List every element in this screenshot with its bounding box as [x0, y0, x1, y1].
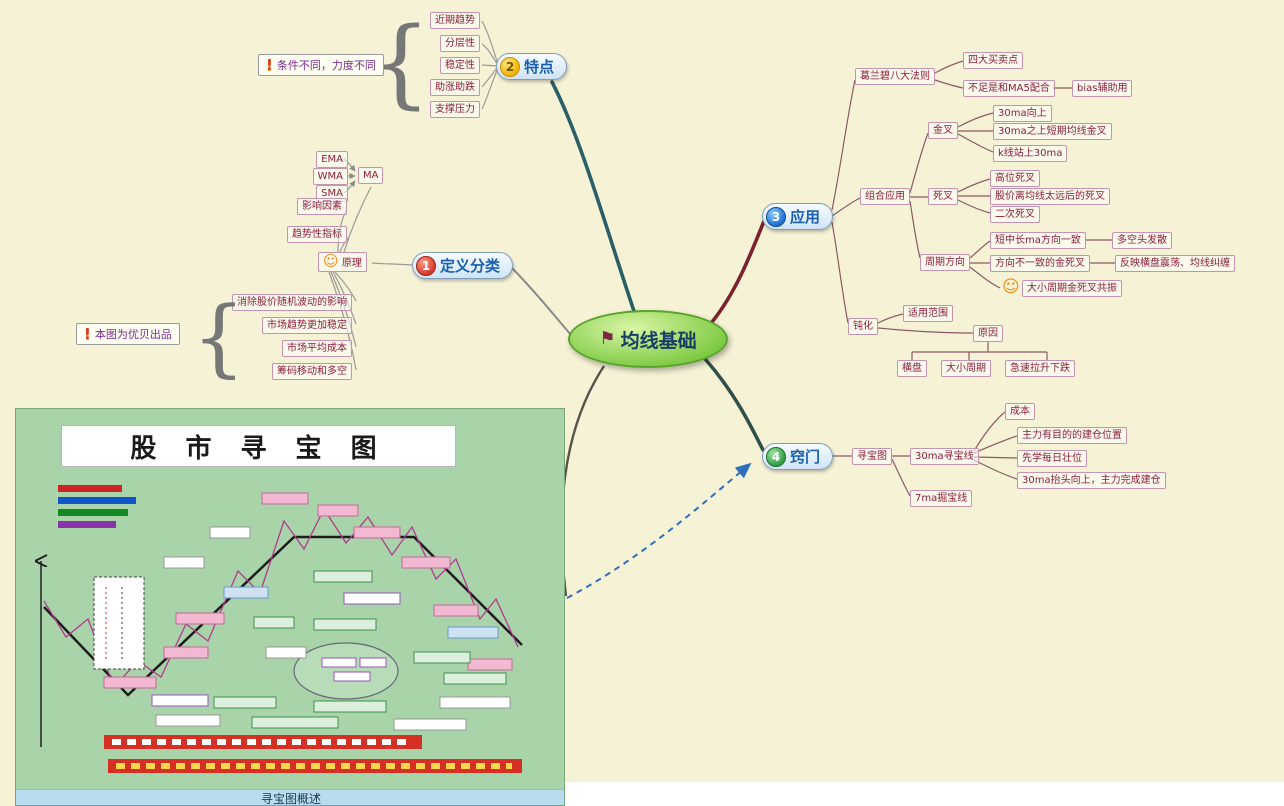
- smiley-icon: ☺: [1002, 277, 1020, 297]
- node-reason[interactable]: 原因: [973, 325, 1003, 342]
- link-center-yingyong: [710, 219, 766, 324]
- branch-yingyong-label: 应用: [790, 208, 821, 226]
- branch-dingyi-label: 定义分类: [440, 257, 501, 275]
- branch-tedian[interactable]: 2 特点: [496, 53, 568, 80]
- note-tedian[interactable]: ! 条件不同，力度不同: [258, 54, 384, 76]
- treasure-map-footer: 寻宝图概述: [16, 789, 564, 805]
- node-30ma-item[interactable]: 30ma抬头向上，主力完成建仓: [1017, 472, 1166, 489]
- branch-tedian-label: 特点: [524, 58, 555, 76]
- node-tedian-item[interactable]: 助涨助跌: [430, 79, 480, 96]
- node-30ma-item[interactable]: 成本: [1005, 403, 1035, 420]
- node-reason-item[interactable]: 横盘: [897, 360, 927, 377]
- treasure-map-title: 股 市 寻 宝 图: [61, 425, 456, 467]
- node-death-cross-item[interactable]: 高位死叉: [990, 170, 1040, 187]
- node-death-cross-item[interactable]: 股价离均线太远后的死叉: [990, 188, 1110, 205]
- node-apply-range[interactable]: 适用范围: [903, 305, 953, 322]
- node-bias-aid[interactable]: bias辅助用: [1072, 80, 1133, 97]
- exclamation-icon: !: [84, 324, 91, 343]
- link-center-treasure: [560, 365, 606, 597]
- node-trend[interactable]: 趋势性指标: [287, 226, 347, 243]
- node-death-cross-item[interactable]: 二次死叉: [990, 206, 1040, 223]
- dingyi-group-brace: {: [192, 288, 246, 386]
- node-ema[interactable]: EMA: [316, 151, 348, 168]
- node-dingyi-item[interactable]: 市场趋势更加稳定: [262, 317, 352, 334]
- central-topic-label: 均线基础: [620, 329, 697, 352]
- number-3-badge: 3: [766, 206, 786, 227]
- node-factor[interactable]: 影响因素: [297, 198, 347, 215]
- node-sma[interactable]: SMA: [316, 185, 348, 202]
- node-tedian-item[interactable]: 支撑压力: [430, 101, 480, 118]
- link-treasure-qiaomen-dashed-arrow: [566, 462, 752, 599]
- node-golden-cross-item[interactable]: k线站上30ma: [993, 145, 1068, 162]
- red-banner-strips: [104, 735, 522, 773]
- node-cycle-resonance[interactable]: 大小周期金死叉共振: [1022, 280, 1122, 297]
- node-treasure-map[interactable]: 寻宝图: [852, 448, 892, 465]
- node-dingyi-item[interactable]: 消除股价随机波动的影响: [232, 294, 352, 311]
- node-tedian-item[interactable]: 近期趋势: [430, 12, 480, 29]
- node-tedian-item[interactable]: 稳定性: [440, 57, 480, 74]
- branch-dingyi[interactable]: 1 定义分类: [412, 252, 514, 279]
- note-tedian-text: 条件不同，力度不同: [276, 59, 376, 72]
- treasure-map-image[interactable]: 股 市 寻 宝 图 寻宝图概述: [15, 408, 565, 806]
- node-combo[interactable]: 组合应用: [860, 188, 910, 205]
- note-dingyi-text: 本图为优贝出品: [94, 328, 172, 341]
- treasure-chart-decoration: [16, 485, 523, 773]
- annotation-blocks: [103, 492, 513, 731]
- number-2-badge: 2: [500, 56, 520, 77]
- node-blunting[interactable]: 钝化: [848, 318, 878, 335]
- node-dingyi-item[interactable]: 市场平均成本: [282, 340, 352, 357]
- node-30ma-item[interactable]: 先学每日壮位: [1017, 450, 1087, 467]
- node-golden-cross-item[interactable]: 30ma向上: [993, 105, 1052, 122]
- node-golden-cross-item[interactable]: 30ma之上短期均线金叉: [993, 123, 1112, 140]
- branch-yingyong[interactable]: 3 应用: [762, 203, 834, 230]
- flag-icon: ⚑: [599, 328, 616, 349]
- page-margin: [565, 782, 1284, 806]
- link-center-tedian: [550, 80, 637, 316]
- number-1-badge: 1: [416, 255, 436, 276]
- node-reason-item[interactable]: 急速拉升下跌: [1005, 360, 1075, 377]
- branch-qiaomen-label: 窍门: [790, 448, 821, 466]
- branch-qiaomen[interactable]: 4 窍门: [762, 443, 834, 470]
- node-four-points[interactable]: 四大买卖点: [963, 52, 1023, 69]
- node-7ma-line[interactable]: 7ma掘宝线: [910, 490, 973, 507]
- node-death-cross[interactable]: 死叉: [928, 188, 958, 205]
- link-center-qiaomen: [704, 358, 765, 452]
- number-4-badge: 4: [766, 446, 786, 467]
- node-30ma-item[interactable]: 主力有目的的建仓位置: [1017, 427, 1127, 444]
- node-cycle-direction[interactable]: 周期方向: [920, 254, 970, 271]
- node-cycle-diff-result[interactable]: 反映横盘震荡、均线纠缠: [1115, 255, 1235, 272]
- node-wma[interactable]: WMA: [312, 168, 348, 185]
- cost-callout-box: [93, 576, 145, 670]
- node-dingyi-item[interactable]: 筹码移动和多空: [272, 363, 352, 380]
- node-30ma-line[interactable]: 30ma寻宝线: [910, 448, 979, 465]
- note-dingyi[interactable]: ! 本图为优贝出品: [76, 323, 180, 345]
- smiley-icon: ☺: [323, 252, 339, 270]
- node-golden-cross[interactable]: 金叉: [928, 122, 958, 139]
- node-tedian-item[interactable]: 分层性: [440, 35, 480, 52]
- yingyong-connectors: [831, 60, 1115, 360]
- node-cycle-same-result[interactable]: 多空头发散: [1112, 232, 1172, 249]
- node-cycle-same[interactable]: 短中长ma方向一致: [990, 232, 1086, 249]
- node-reason-item[interactable]: 大小周期: [941, 360, 991, 377]
- node-ma[interactable]: MA: [358, 167, 384, 184]
- node-yuanli[interactable]: ☺ 原理: [318, 252, 367, 272]
- node-cycle-diff[interactable]: 方向不一致的金死叉: [990, 255, 1090, 272]
- legend-lines: [58, 485, 136, 528]
- node-granville[interactable]: 葛兰碧八大法则: [855, 68, 935, 85]
- node-yuanli-label: 原理: [341, 258, 362, 269]
- node-granville-lack[interactable]: 不足是和MA5配合: [963, 80, 1055, 97]
- highlight-ellipse: [293, 642, 399, 700]
- central-topic[interactable]: ⚑ 均线基础: [568, 310, 728, 368]
- exclamation-icon: !: [266, 55, 273, 74]
